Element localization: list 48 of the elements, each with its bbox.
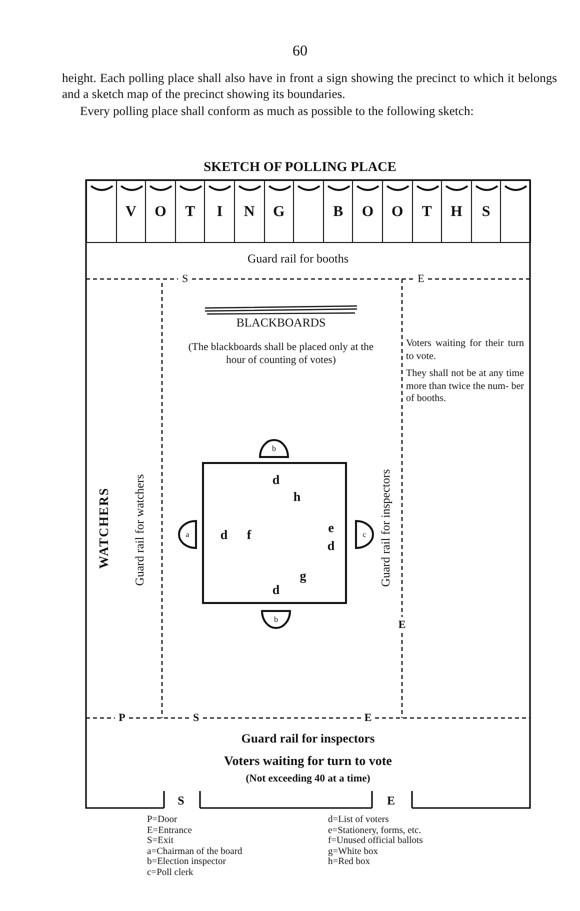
seat-marker: b	[259, 439, 289, 458]
legend-entry: f=Unused official ballots	[328, 836, 423, 847]
voting-booth: O	[382, 180, 413, 243]
voting-booth: V	[116, 180, 146, 243]
door-letter: S	[192, 712, 200, 724]
seat-marker: b	[261, 610, 291, 629]
voting-booth: T	[412, 180, 442, 243]
voting-booth: B	[322, 180, 354, 243]
voting-booth: S	[470, 180, 502, 243]
legend-entry: b=Election inspector	[147, 857, 226, 868]
paragraph: height. Each polling place shall also have in front a sign showing the precinct to which it belongs and a sketch map of the precinct showing its boundaries.	[62, 70, 557, 102]
area-label: Guard rail for inspectors	[240, 732, 376, 746]
door-letter: S	[180, 273, 190, 285]
legend-entry: e=Stationery, forms, etc.	[328, 826, 422, 836]
note-text: (The blackboards shall be placed only at the hour of counting of votes)	[187, 341, 375, 368]
note-text: They shall not be at any time more than twice the num- ber of booths.	[406, 368, 524, 406]
area-label: Guard rail for watchers	[132, 474, 148, 586]
voting-booth: O	[145, 180, 176, 243]
legend-entry: S=Exit	[147, 836, 174, 847]
area-label: Guard rail for inspectors	[378, 469, 394, 587]
note-text: (Not exceeding 40 at a time)	[244, 774, 372, 784]
voting-booth: I	[204, 180, 235, 243]
door-letter: E	[416, 273, 426, 285]
door-letter: E	[397, 619, 407, 631]
legend-entry: h=Red box	[328, 857, 370, 869]
legend-entry: c=Poll clerk	[147, 868, 194, 880]
legend-entry: d=List of voters	[328, 815, 389, 826]
voting-booth	[293, 180, 324, 243]
legend-entry: E=Entrance	[147, 826, 192, 836]
paragraph: Every polling place shall conform as much as possible to the following sketch:	[79, 103, 475, 120]
note-text: Voters waiting for their turn to vote.	[406, 338, 524, 363]
table-outline	[202, 462, 347, 604]
area-label: WATCHERS	[96, 487, 112, 569]
voting-booth	[500, 180, 531, 243]
seat-marker: c	[355, 520, 374, 549]
door-letter: E	[363, 712, 373, 724]
voting-booth: G	[264, 180, 294, 243]
voting-booth	[86, 180, 117, 243]
seat-marker: a	[178, 520, 197, 549]
voting-booth: O	[352, 180, 383, 243]
voting-booth: H	[441, 180, 472, 243]
legend-entry: g=White box	[328, 846, 378, 857]
voting-booth: T	[174, 180, 206, 243]
area-label: Voters waiting for turn to vote	[223, 753, 393, 769]
door-letter: P	[118, 712, 126, 724]
legend-entry: P=Door	[147, 815, 178, 826]
voting-booth: N	[234, 180, 265, 243]
legend-entry: a=Chairman of the board	[147, 846, 242, 857]
